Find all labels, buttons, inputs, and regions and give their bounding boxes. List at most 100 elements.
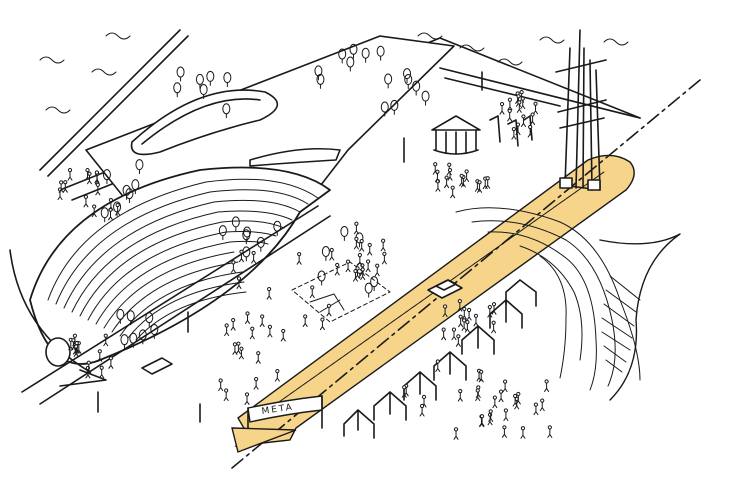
person-figure <box>475 388 481 402</box>
person-figure <box>99 365 105 379</box>
tree-icon <box>231 216 240 232</box>
tree-icon <box>206 70 215 86</box>
person-figure <box>487 305 493 318</box>
person-figure <box>218 378 224 392</box>
person-figure <box>459 173 465 187</box>
person-figure <box>447 167 453 181</box>
person-figure <box>491 320 497 334</box>
person-figure <box>253 377 259 390</box>
person-figure <box>103 333 109 347</box>
person-figure <box>352 269 358 282</box>
person-figure <box>58 180 64 193</box>
person-figure <box>115 202 121 216</box>
person-figure <box>345 259 351 273</box>
person-figure <box>280 328 286 342</box>
person-figure <box>544 379 550 392</box>
lamp-posts <box>97 71 483 423</box>
lake-shore <box>39 32 629 114</box>
person-figure <box>499 101 505 115</box>
tree-icon <box>346 56 355 72</box>
tree-icon <box>131 179 140 195</box>
person-figure <box>83 194 89 208</box>
person-figure <box>450 185 456 199</box>
tree-icon <box>199 83 208 99</box>
tree-icon <box>145 312 154 328</box>
person-figure <box>235 341 241 355</box>
person-figure <box>365 259 371 272</box>
person-figure <box>357 253 363 266</box>
service-van <box>141 357 173 375</box>
person-figure <box>85 168 91 181</box>
grandstand <box>29 166 331 365</box>
person-figure <box>512 393 518 407</box>
person-figure <box>266 286 272 300</box>
person-figure <box>236 276 242 289</box>
person-figure <box>485 176 491 189</box>
person-figure <box>326 303 332 317</box>
tree-icon <box>316 73 325 89</box>
person-figure <box>251 250 257 264</box>
person-figure <box>224 323 230 336</box>
tree-icon <box>122 184 131 200</box>
person-figure <box>451 327 457 341</box>
person-figure <box>380 238 386 252</box>
tower-landmark <box>555 29 607 191</box>
tree-icon <box>376 45 385 61</box>
tree-icon <box>176 66 185 82</box>
riverbank <box>455 207 681 401</box>
person-figure <box>62 180 68 193</box>
person-figure <box>94 170 100 184</box>
person-figure <box>503 408 509 422</box>
tree-icon <box>126 310 135 326</box>
tree-icon <box>364 282 373 298</box>
person-figure <box>511 126 517 140</box>
person-figure <box>507 97 513 111</box>
finish-banner-text: META <box>261 403 294 417</box>
person-figure <box>488 409 494 422</box>
tree-icon <box>370 276 379 292</box>
tree-icon <box>173 82 182 98</box>
person-figure <box>367 242 373 256</box>
person-figure <box>97 349 103 362</box>
car <box>427 279 463 299</box>
person-figure <box>464 169 470 183</box>
person-figure <box>329 247 335 261</box>
tree-icon <box>314 65 323 81</box>
route-arrow <box>231 427 297 453</box>
person-figure <box>86 360 92 374</box>
person-figure <box>492 395 498 409</box>
person-figure <box>458 314 464 328</box>
person-figure <box>498 389 504 403</box>
tree-icon <box>349 43 358 59</box>
crowd-figures <box>57 90 553 440</box>
person-figure <box>419 403 425 417</box>
person-figure <box>381 251 387 265</box>
person-figure <box>547 425 553 438</box>
person-figure <box>355 266 361 279</box>
person-figure <box>478 369 484 383</box>
tree-icon <box>380 101 389 117</box>
tree-icon <box>256 236 265 252</box>
pavilion <box>431 115 533 155</box>
person-figure <box>70 338 76 351</box>
tree-icon <box>340 225 349 241</box>
person-figure <box>479 414 485 427</box>
tree-icon <box>273 220 282 236</box>
tree-icon <box>218 225 227 241</box>
tree-icon <box>222 103 231 119</box>
person-figure <box>309 285 315 299</box>
person-figure <box>223 388 229 401</box>
tree-icon <box>361 47 370 63</box>
person-figure <box>466 307 472 321</box>
person-figure <box>491 302 497 315</box>
person-figure <box>515 391 521 405</box>
person-figure <box>91 204 97 218</box>
person-figure <box>73 344 79 358</box>
person-figure <box>435 359 441 373</box>
person-figure <box>457 299 463 312</box>
tree-icon <box>403 68 412 84</box>
tree-icon <box>321 245 330 261</box>
person-figure <box>464 320 470 333</box>
